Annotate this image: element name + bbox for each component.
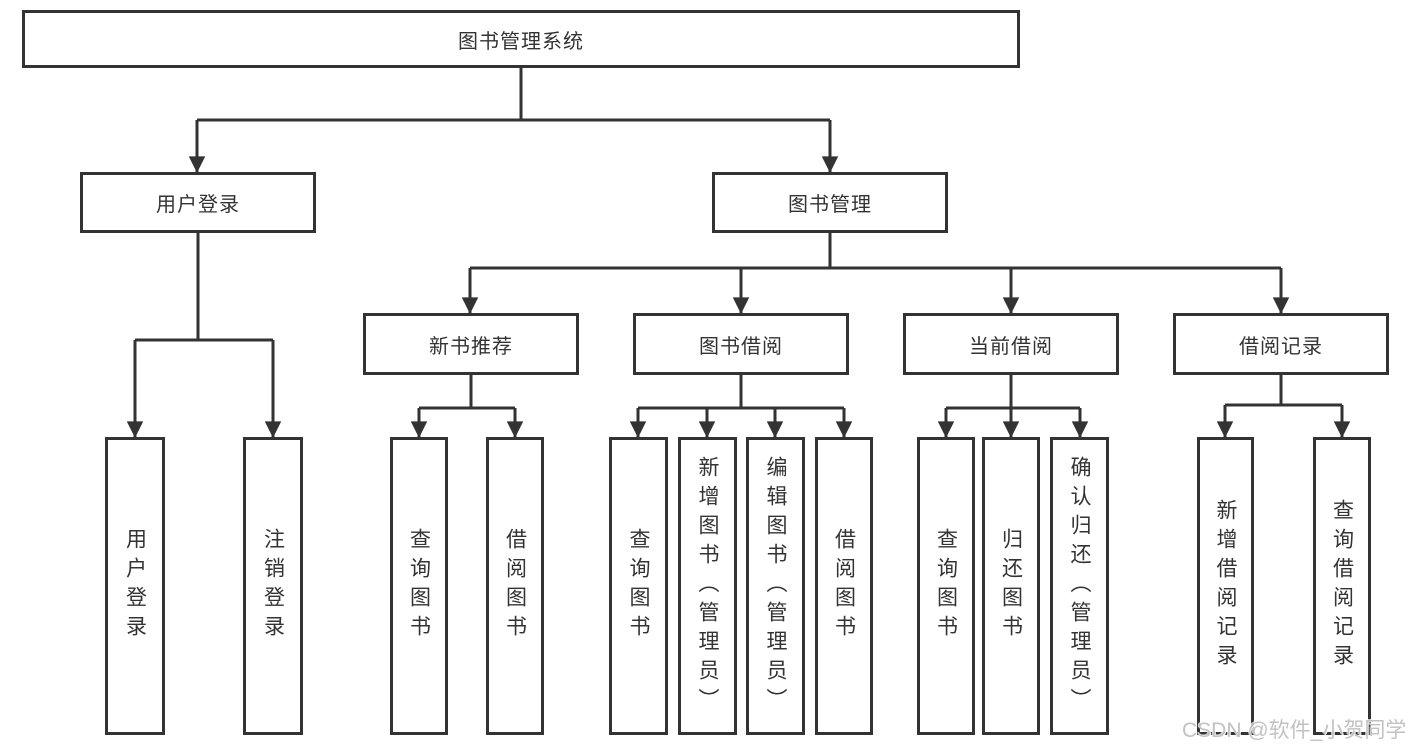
node-book-borrowing: 图书借阅 <box>633 313 849 375</box>
leaf-borrow-edit-books-admin: 编辑图书（管理员） <box>746 437 805 735</box>
node-label: 查询图书 <box>407 528 431 644</box>
connector-root-trunk <box>197 68 830 122</box>
leaf-records-add-record: 新增借阅记录 <box>1197 437 1254 735</box>
node-new-book-recommend: 新书推荐 <box>363 313 579 375</box>
node-label: 查询借阅记录 <box>1330 499 1354 673</box>
node-label: 借阅图书 <box>503 528 527 644</box>
node-label: 新增借阅记录 <box>1214 499 1237 673</box>
node-label: 当前借阅 <box>969 335 1053 358</box>
node-label: 图书借阅 <box>699 335 783 358</box>
node-label: 查询图书 <box>627 528 650 644</box>
leaf-logout: 注销登录 <box>243 437 303 735</box>
connector-user-login-trunk <box>135 233 273 342</box>
leaf-current-confirm-return-admin: 确认归还（管理员） <box>1050 437 1109 735</box>
node-label: 用户登录 <box>156 194 240 216</box>
leaf-recommend-borrow-books: 借阅图书 <box>486 437 544 735</box>
leaf-current-query-books: 查询图书 <box>917 437 975 735</box>
node-label: 查询图书 <box>934 528 958 644</box>
node-label: 归还图书 <box>999 528 1023 644</box>
leaf-borrow-add-books-admin: 新增图书（管理员） <box>678 437 737 735</box>
node-label: 确认归还（管理员） <box>1068 455 1091 717</box>
connector-book-borrow-trunk <box>638 375 844 410</box>
leaf-borrow-query-books: 查询图书 <box>609 437 668 735</box>
leaf-recommend-query-books: 查询图书 <box>390 437 448 735</box>
node-label: 编辑图书（管理员） <box>764 455 787 717</box>
connector-records-trunk <box>1225 375 1342 407</box>
connector-new-book-trunk <box>419 375 515 410</box>
node-label: 新书推荐 <box>429 335 513 358</box>
node-user-login: 用户登录 <box>80 172 316 233</box>
connector-current-trunk <box>946 375 1080 410</box>
node-label: 用户登录 <box>123 528 147 644</box>
leaf-current-return-books: 归还图书 <box>982 437 1040 735</box>
node-book-management: 图书管理 <box>712 172 948 233</box>
leaf-borrow-borrow-books: 借阅图书 <box>815 437 873 735</box>
leaf-user-login: 用户登录 <box>105 437 165 735</box>
leaf-records-query-record: 查询借阅记录 <box>1313 437 1371 735</box>
node-borrowing-records: 借阅记录 <box>1173 313 1389 375</box>
node-label: 新增图书（管理员） <box>696 455 719 717</box>
node-library-system: 图书管理系统 <box>22 10 1020 68</box>
node-label: 借阅图书 <box>832 528 856 644</box>
node-label: 图书管理 <box>788 194 872 216</box>
node-current-borrowing: 当前借阅 <box>903 313 1119 375</box>
csdn-watermark: CSDN @软件_小贺同学 <box>1182 719 1405 742</box>
node-label: 图书管理系统 <box>458 30 584 53</box>
node-label: 注销登录 <box>261 528 285 644</box>
node-label: 借阅记录 <box>1239 335 1323 358</box>
connector-book-management-trunk <box>470 233 1281 270</box>
